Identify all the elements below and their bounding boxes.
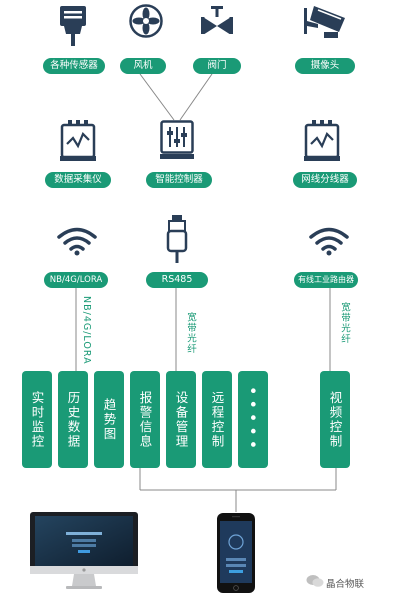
- mobile-phone-icon: [217, 513, 255, 593]
- module-label: •••••: [243, 385, 263, 454]
- wireless-link-label: NB/4G/LORA: [81, 296, 92, 365]
- cable-splitter-icon: [304, 120, 340, 161]
- valve-icon: [201, 6, 233, 34]
- module-label: 设备管理: [173, 390, 189, 449]
- rs485-connector-icon: [166, 215, 188, 263]
- camera-label: 摄像头: [295, 58, 355, 74]
- fan-label: 风机: [120, 58, 166, 74]
- module-label: 实时监控: [29, 390, 45, 449]
- module-more[interactable]: •••••: [238, 371, 268, 468]
- smart-controller-label: 智能控制器: [146, 172, 212, 188]
- module-trend-chart[interactable]: 趋势图: [94, 371, 124, 468]
- module-device-management[interactable]: 设备管理: [166, 371, 196, 468]
- module-label: 视频控制: [327, 390, 343, 449]
- fan-icon: [129, 4, 163, 38]
- router-wifi-icon: [309, 227, 349, 256]
- camera-icon: [304, 6, 345, 38]
- data-collector-icon: [60, 120, 96, 161]
- cable-splitter-label: 网线分线器: [293, 172, 357, 188]
- module-label: 远程控制: [209, 390, 225, 449]
- industrial-router-label: 有线工业路由器: [294, 272, 358, 288]
- sensor-icon: [60, 6, 86, 46]
- wireless-network-label: NB/4G/LORA: [44, 272, 108, 288]
- valve-controller-line: [179, 73, 213, 121]
- module-remote-control[interactable]: 远程控制: [202, 371, 232, 468]
- module-history-data[interactable]: 历史数据: [58, 371, 88, 468]
- module-alarm-info[interactable]: 报警信息: [130, 371, 160, 468]
- valve-label: 阀门: [193, 58, 241, 74]
- smart-controller-icon: [160, 120, 194, 159]
- fiber-link-label-right: 宽带光纤: [339, 302, 350, 344]
- fan-controller-line: [139, 73, 175, 121]
- module-video-control[interactable]: 视频控制: [320, 371, 350, 468]
- module-label: 历史数据: [65, 390, 81, 449]
- module-realtime-monitor[interactable]: 实时监控: [22, 371, 52, 468]
- module-label: 趋势图: [101, 397, 117, 442]
- module-label: 报警信息: [137, 390, 153, 449]
- desktop-monitor-icon: [30, 512, 138, 589]
- data-collector-label: 数据采集仪: [45, 172, 111, 188]
- rs485-label: RS485: [146, 272, 208, 288]
- wifi-icon: [57, 227, 97, 256]
- fiber-link-label-middle: 宽带光纤: [185, 312, 196, 354]
- watermark-text: 晶合物联: [326, 579, 365, 590]
- sensors-label: 各种传感器: [43, 58, 105, 74]
- wechat-logo-icon: [306, 575, 324, 587]
